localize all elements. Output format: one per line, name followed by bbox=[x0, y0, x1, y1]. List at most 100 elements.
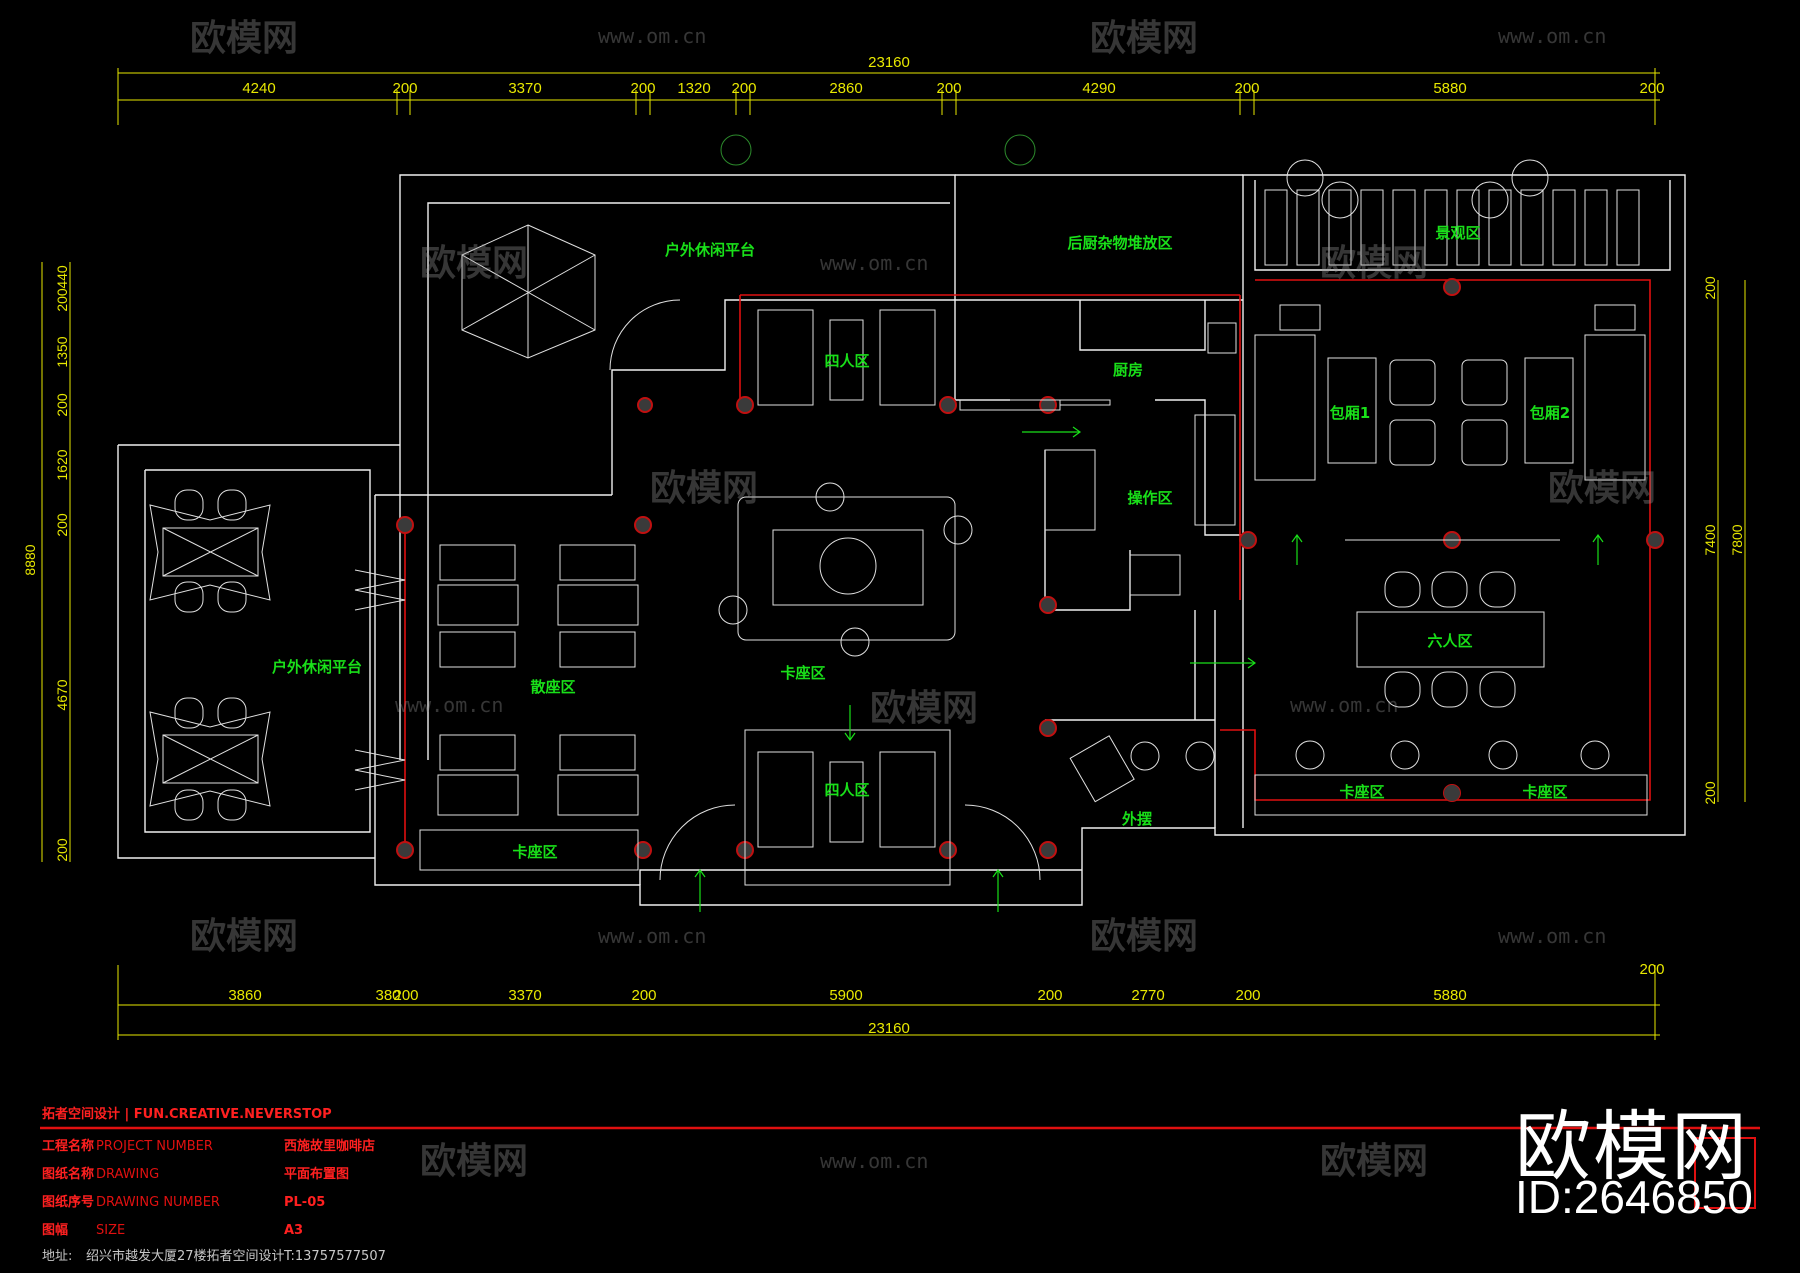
room-label-operation: 操作区 bbox=[1127, 489, 1172, 507]
top-dimension: 4290 bbox=[1082, 80, 1115, 97]
watermark-url: www.om.cn bbox=[820, 251, 928, 275]
left-dimension: 1350 bbox=[54, 336, 70, 367]
row-label-en: SIZE bbox=[96, 1223, 125, 1238]
brand-watermark: 欧模网 bbox=[1515, 1102, 1749, 1191]
top-dimension: 4240 bbox=[242, 80, 275, 97]
right-dimension: 200 bbox=[1702, 781, 1718, 805]
watermark-url: www.om.cn bbox=[1290, 693, 1398, 717]
row-label-en: DRAWING NUMBER bbox=[96, 1195, 220, 1210]
bottom-dimension: 380 bbox=[375, 987, 400, 1004]
room-label-kitchen: 厨房 bbox=[1113, 361, 1143, 379]
room-label-four-person-bottom: 四人区 bbox=[824, 781, 869, 799]
watermark-brand: 欧模网 bbox=[870, 688, 978, 729]
right-dimension: 7400 bbox=[1702, 524, 1718, 555]
bottom-dimension: 200 bbox=[1235, 987, 1260, 1004]
bottom-dimension: 200 bbox=[393, 987, 418, 1004]
red-wall-lines bbox=[404, 279, 1651, 850]
room-label-four-person-top: 四人区 bbox=[824, 352, 869, 370]
room-label-booth-right-1: 卡座区 bbox=[1339, 783, 1384, 801]
bottom-dimension-chain: 23160 3860 380 200 3370 200 5900 200 277… bbox=[117, 961, 1665, 1040]
watermark-url: www.om.cn bbox=[598, 24, 706, 48]
room-label-outdoor-top: 户外休闲平台 bbox=[665, 241, 755, 259]
bottom-total-dimension: 23160 bbox=[868, 1020, 910, 1037]
room-label-loose-seating: 散座区 bbox=[530, 678, 575, 696]
row-label-en: PROJECT NUMBER bbox=[96, 1139, 213, 1154]
watermark-brand: 欧模网 bbox=[1090, 916, 1198, 957]
row-label-en: DRAWING bbox=[96, 1167, 159, 1182]
watermark-url: www.om.cn bbox=[1498, 24, 1606, 48]
watermark-brand: 欧模网 bbox=[190, 916, 298, 957]
watermark-brand: 欧模网 bbox=[420, 1141, 528, 1182]
room-label-back-kitchen-storage: 后厨杂物堆放区 bbox=[1067, 234, 1172, 252]
watermark-brand: 欧模网 bbox=[1320, 1141, 1428, 1182]
title-block: 拓者空间设计 | FUN.CREATIVE.NEVERSTOP 工程名称 PRO… bbox=[40, 1106, 1760, 1264]
top-dimension: 5880 bbox=[1433, 80, 1466, 97]
left-dimension: 200 bbox=[54, 393, 70, 417]
row-label: 图纸名称 bbox=[42, 1166, 94, 1182]
left-dimension-chain: 8880 200 440 1350 200 1620 200 4670 200 bbox=[22, 262, 71, 862]
watermark-id: ID:2646850 bbox=[1515, 1171, 1753, 1223]
bottom-dimension: 200 bbox=[631, 987, 656, 1004]
address: 绍兴市越发大厦27楼拓者空间设计 bbox=[86, 1248, 285, 1264]
row-value: PL-05 bbox=[284, 1195, 325, 1210]
row-label: 图幅 bbox=[42, 1222, 68, 1238]
room-label-booth-bottom-left: 卡座区 bbox=[512, 843, 557, 861]
top-dimension: 200 bbox=[392, 80, 417, 97]
room-label-outdoor-left: 户外休闲平台 bbox=[272, 658, 362, 676]
phone: T:13757577507 bbox=[283, 1249, 386, 1264]
watermarks: 欧模网 www.om.cn 欧模网 www.om.cn 欧模网 www.om.c… bbox=[190, 18, 1656, 1182]
top-dimension-chain: 23160 4240 200 3370 200 1320 200 2860 20… bbox=[117, 54, 1665, 125]
left-dimension: 200 bbox=[54, 838, 70, 862]
studio-name: 拓者空间设计 | FUN.CREATIVE.NEVERSTOP bbox=[42, 1106, 332, 1122]
watermark-url: www.om.cn bbox=[1498, 924, 1606, 948]
room-labels: 户外休闲平台 后厨杂物堆放区 景观区 四人区 厨房 包厢1 包厢2 操作区 户外… bbox=[272, 224, 1570, 861]
bottom-dimension: 3860 bbox=[228, 987, 261, 1004]
room-label-booth-right-2: 卡座区 bbox=[1522, 783, 1567, 801]
top-dimension: 2860 bbox=[829, 80, 862, 97]
watermark-brand: 欧模网 bbox=[650, 468, 758, 509]
bottom-dimension: 5880 bbox=[1433, 987, 1466, 1004]
watermark-url: www.om.cn bbox=[598, 924, 706, 948]
left-dimension: 440 bbox=[54, 265, 70, 289]
circulation-arrows bbox=[694, 426, 1604, 912]
watermark-brand: 欧模网 bbox=[1548, 468, 1656, 509]
top-dimension: 200 bbox=[936, 80, 961, 97]
room-label-six-person: 六人区 bbox=[1427, 632, 1472, 650]
bottom-dimension: 5900 bbox=[829, 987, 862, 1004]
row-label: 图纸序号 bbox=[42, 1194, 94, 1210]
top-total-dimension: 23160 bbox=[868, 54, 910, 71]
row-value: A3 bbox=[284, 1223, 303, 1238]
columns bbox=[396, 278, 1664, 859]
watermark-brand: 欧模网 bbox=[420, 243, 528, 284]
address-label: 地址: bbox=[42, 1249, 72, 1264]
top-dimension: 200 bbox=[1639, 80, 1664, 97]
room-label-private-room-2: 包厢2 bbox=[1530, 404, 1570, 422]
row-label: 工程名称 bbox=[42, 1138, 94, 1154]
watermark-url: www.om.cn bbox=[395, 693, 503, 717]
left-dimension: 200 bbox=[54, 288, 70, 312]
row-value: 西施故里咖啡店 bbox=[284, 1138, 375, 1154]
room-label-outdoor-display: 外摆 bbox=[1121, 810, 1152, 828]
top-dimension: 200 bbox=[630, 80, 655, 97]
top-dimension: 3370 bbox=[508, 80, 541, 97]
watermark-url: www.om.cn bbox=[820, 1149, 928, 1173]
watermark-brand: 欧模网 bbox=[190, 18, 298, 59]
room-label-private-room-1: 包厢1 bbox=[1330, 404, 1370, 422]
building-walls bbox=[117, 174, 1686, 906]
left-dimension: 200 bbox=[54, 513, 70, 537]
right-dimension-chain: 200 7400 7800 200 bbox=[1702, 276, 1746, 805]
top-dimension: 1320 bbox=[677, 80, 710, 97]
top-dimension: 200 bbox=[1234, 80, 1259, 97]
bottom-dimension: 200 bbox=[1037, 987, 1062, 1004]
right-dimension: 7800 bbox=[1729, 524, 1745, 555]
row-value: 平面布置图 bbox=[284, 1166, 349, 1182]
furniture bbox=[149, 134, 1648, 886]
room-label-landscape: 景观区 bbox=[1435, 224, 1480, 242]
bottom-dimension: 200 bbox=[1639, 961, 1664, 978]
left-dimension: 1620 bbox=[54, 449, 70, 480]
bottom-dimension: 2770 bbox=[1131, 987, 1164, 1004]
room-label-booth-center: 卡座区 bbox=[780, 664, 825, 682]
top-dimension: 200 bbox=[731, 80, 756, 97]
left-dimension: 4670 bbox=[54, 679, 70, 710]
